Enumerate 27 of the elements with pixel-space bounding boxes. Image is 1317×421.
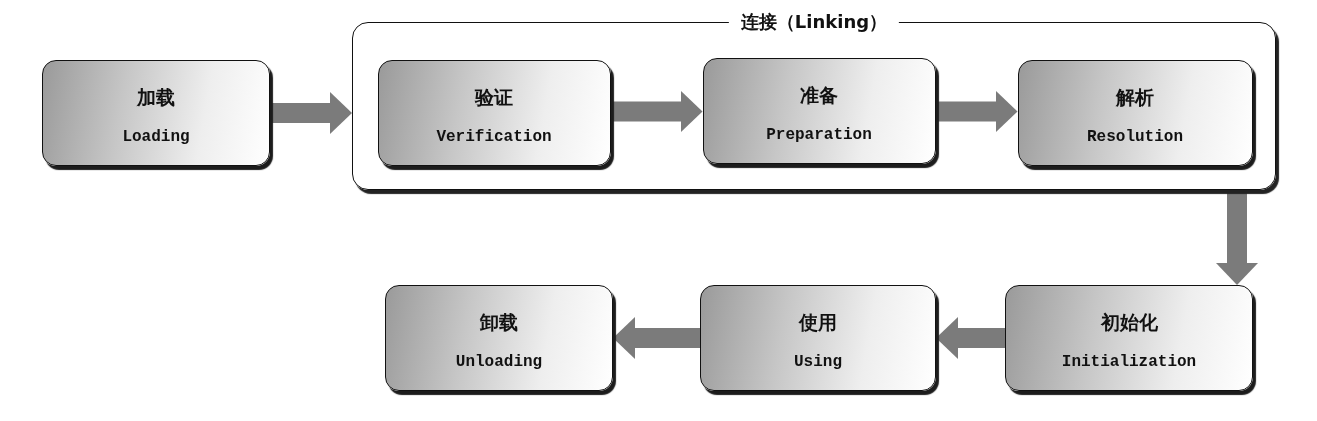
box-label: Preparation [766,124,872,145]
process-box [1017,59,1253,166]
box-title: 卸载 [480,310,518,334]
block-arrow [610,90,703,133]
box-label: Loading [122,127,190,147]
process-box [377,59,611,166]
box-label: Initialization [1061,352,1197,372]
box-label: Resolution [1087,126,1183,147]
process-box [702,57,936,164]
box-label: Verification [436,126,552,147]
process-box [385,285,613,391]
box-title: 使用 [799,310,837,334]
box-label: Unloading [455,352,543,372]
process-box [700,285,936,391]
box-title: 验证 [475,84,513,109]
block-arrow [935,90,1018,133]
block-arrow [270,92,352,134]
process-box [42,60,270,166]
process-box [1005,285,1253,391]
box-title: 加载 [137,85,175,109]
box-title: 准备 [800,82,838,107]
group-title: 连接（Linking） [728,10,900,34]
block-arrow [613,317,700,359]
box-label: Using [794,352,842,372]
block-arrow [1216,190,1258,285]
box-title: 解析 [1116,84,1154,109]
box-title: 初始化 [1100,310,1158,334]
